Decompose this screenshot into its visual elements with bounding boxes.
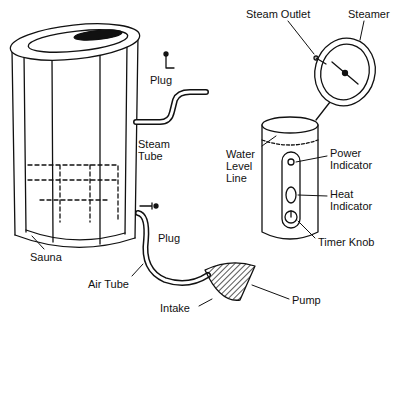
- power-indicator-label: Power Indicator: [330, 147, 388, 171]
- plug-symbol: [140, 203, 158, 209]
- steam-tube-label: Steam Tube: [138, 138, 178, 162]
- water-level-label: Water Level Line: [226, 148, 264, 184]
- air-tube: [138, 213, 208, 283]
- sauna-label: Sauna: [30, 251, 80, 263]
- pump: [205, 263, 255, 300]
- steamer-lid: [307, 31, 383, 112]
- air-tube-label: Air Tube: [88, 278, 140, 290]
- leader-lines: [32, 21, 364, 306]
- sauna-cabinet: [9, 18, 142, 247]
- heat-indicator-label: Heat Indicator: [330, 188, 388, 212]
- steamer-pot: [262, 102, 330, 239]
- steam-tube: [136, 92, 206, 122]
- steamer-label: Steamer: [348, 8, 396, 20]
- timer-knob-label: Timer Knob: [318, 236, 393, 248]
- plug-label: Plug: [150, 74, 190, 86]
- plug-symbol: [164, 52, 174, 68]
- pump-label: Pump: [292, 294, 342, 306]
- plug-label: Plug: [158, 232, 198, 244]
- intake-label: Intake: [160, 302, 204, 314]
- steam-outlet-label: Steam Outlet: [246, 8, 326, 20]
